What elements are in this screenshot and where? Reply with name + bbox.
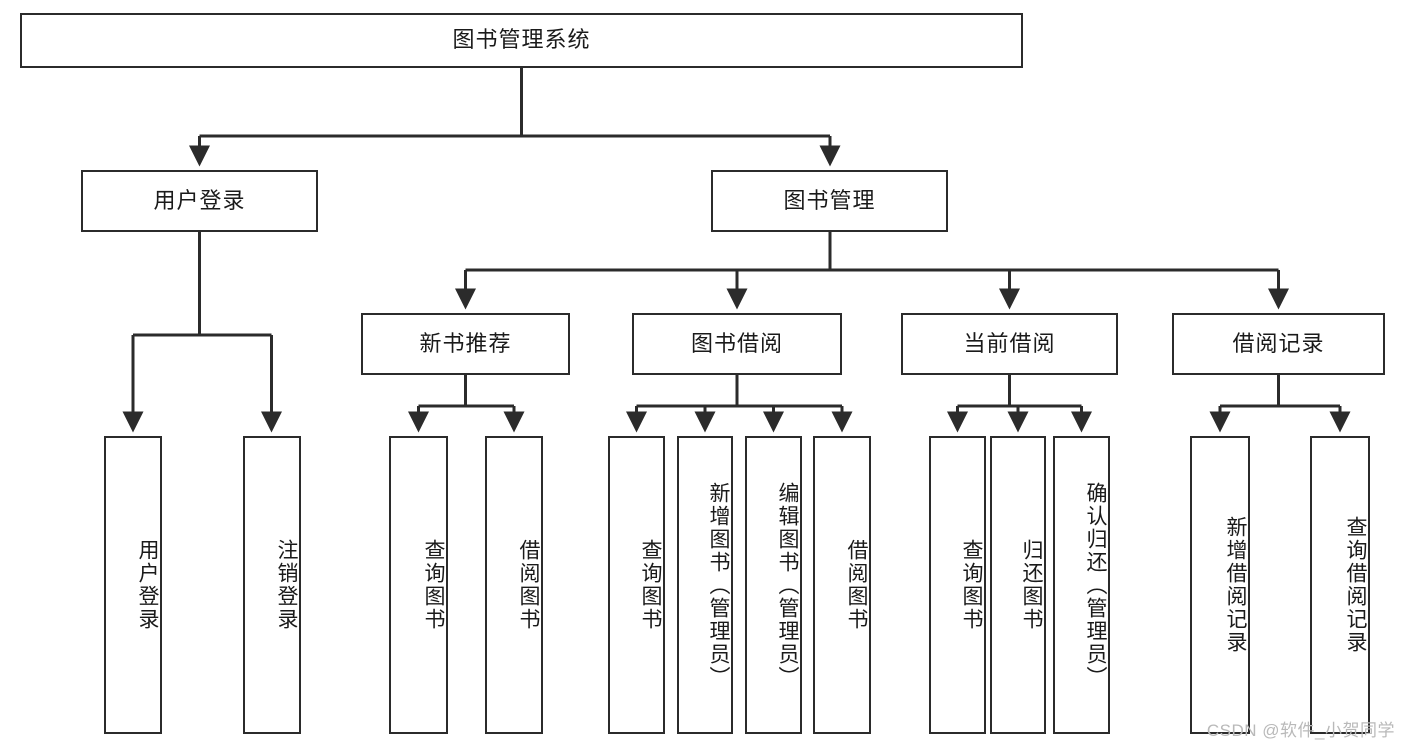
node-root-book-management-system[interactable]: 图书管理系统 [20, 13, 1023, 68]
node-label: 用户登录 [153, 187, 246, 213]
node-leaf-confirm-return-admin[interactable]: 确认归还（管理员） [1053, 436, 1110, 734]
node-label: 新增图书（管理员） [707, 481, 730, 689]
node-borrow-record[interactable]: 借阅记录 [1172, 313, 1385, 375]
node-label: 编辑图书（管理员） [776, 481, 799, 689]
node-label: 用户登录 [136, 539, 159, 631]
node-leaf-query-book-newbook[interactable]: 查询图书 [389, 436, 448, 734]
node-label: 查询图书 [639, 539, 662, 631]
node-leaf-add-book-admin[interactable]: 新增图书（管理员） [677, 436, 733, 734]
node-leaf-query-borrow-record[interactable]: 查询借阅记录 [1310, 436, 1370, 734]
node-leaf-user-login[interactable]: 用户登录 [104, 436, 162, 734]
node-leaf-borrow-book-newbook[interactable]: 借阅图书 [485, 436, 543, 734]
node-label: 当前借阅 [963, 330, 1056, 356]
node-label: 确认归还（管理员） [1084, 481, 1107, 689]
node-label: 图书管理系统 [452, 27, 591, 53]
node-leaf-add-borrow-record[interactable]: 新增借阅记录 [1190, 436, 1250, 734]
node-leaf-query-book-borrow[interactable]: 查询图书 [608, 436, 665, 734]
watermark: CSDN @软件_小贺同学 [1206, 721, 1395, 740]
node-label: 借阅图书 [517, 539, 540, 631]
node-user-login[interactable]: 用户登录 [81, 170, 318, 232]
node-label: 借阅记录 [1232, 330, 1325, 356]
node-label: 归还图书 [1020, 539, 1043, 631]
node-label: 注销登录 [275, 539, 298, 631]
node-book-management[interactable]: 图书管理 [711, 170, 948, 232]
node-leaf-edit-book-admin[interactable]: 编辑图书（管理员） [745, 436, 802, 734]
node-label: 图书借阅 [690, 330, 783, 356]
node-label: 查询图书 [422, 539, 445, 631]
node-leaf-logout[interactable]: 注销登录 [243, 436, 301, 734]
node-label: 新书推荐 [419, 330, 512, 356]
node-new-book-recommend[interactable]: 新书推荐 [361, 313, 570, 375]
node-leaf-query-book-current[interactable]: 查询图书 [929, 436, 986, 734]
node-leaf-return-book[interactable]: 归还图书 [990, 436, 1046, 734]
node-leaf-borrow-book[interactable]: 借阅图书 [813, 436, 871, 734]
node-current-borrow[interactable]: 当前借阅 [901, 313, 1118, 375]
node-book-borrow[interactable]: 图书借阅 [632, 313, 842, 375]
node-label: 借阅图书 [845, 539, 868, 631]
node-label: 新增借阅记录 [1224, 516, 1247, 654]
node-label: 查询图书 [960, 539, 983, 631]
node-label: 查询借阅记录 [1344, 516, 1367, 654]
node-label: 图书管理 [783, 187, 876, 213]
